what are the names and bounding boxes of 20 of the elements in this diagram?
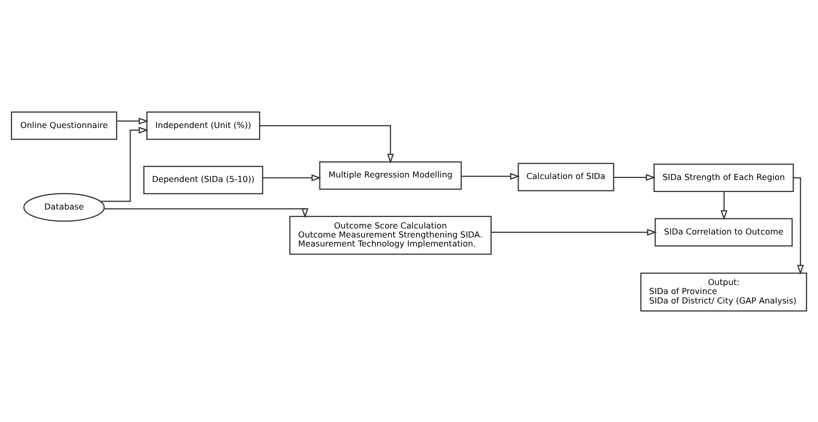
arrow [491, 228, 657, 236]
arrow [720, 191, 728, 220]
arrow [461, 172, 520, 180]
arrow [104, 208, 308, 218]
node-box: Outcome Score Calculation Outcome Measurement Strengthening SIDA. Measurement Technology Implementation. [289, 215, 492, 254]
arrow [100, 126, 149, 202]
node-box: Multiple Regression Modelling [319, 160, 462, 190]
node-box: SIDa Correlation to Outcome [654, 218, 793, 246]
arrow [260, 124, 394, 164]
arrow [262, 174, 322, 181]
arrow [614, 174, 656, 180]
node-box: Online Questionnaire [10, 110, 118, 140]
arrow [793, 176, 804, 274]
node-box: SIDa Strength of Each Region [654, 163, 794, 192]
node-box: Independent (Unit (%)) [146, 110, 260, 140]
node-box: Output: SIDa of Province SIDa of District/ City (GAP Analysis) [640, 272, 808, 312]
node-box: Dependent (SIDa (5-10)) [143, 165, 264, 194]
arrow [116, 117, 149, 124]
node-ellipse: Database [23, 192, 105, 222]
node-box: Calculation of SIDa [518, 162, 614, 191]
